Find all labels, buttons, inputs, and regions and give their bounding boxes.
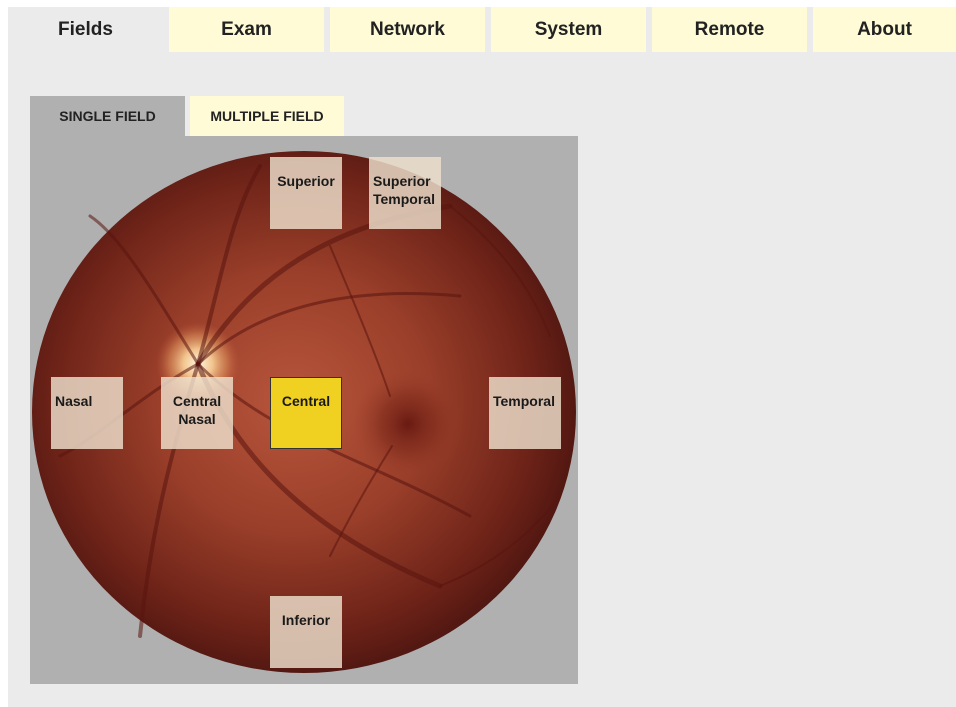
field-mode-tab-bar: SINGLE FIELD MULTIPLE FIELD — [30, 96, 344, 136]
main-tab-bar: Fields Exam Network System Remote About — [8, 7, 956, 52]
tab-exam[interactable]: Exam — [169, 7, 324, 52]
tab-network[interactable]: Network — [330, 7, 485, 52]
field-central-nasal[interactable]: Central Nasal — [161, 377, 233, 449]
field-central[interactable]: Central — [270, 377, 342, 449]
tab-system[interactable]: System — [491, 7, 646, 52]
field-inferior[interactable]: Inferior — [270, 596, 342, 668]
tab-remote[interactable]: Remote — [652, 7, 807, 52]
app-window: Fields Exam Network System Remote About … — [8, 7, 956, 707]
tab-about[interactable]: About — [813, 7, 956, 52]
tab-single-field[interactable]: SINGLE FIELD — [30, 96, 185, 136]
fundus-field-panel: Superior Superior Temporal Nasal Central… — [30, 136, 578, 684]
tab-multiple-field[interactable]: MULTIPLE FIELD — [190, 96, 344, 136]
field-nasal[interactable]: Nasal — [51, 377, 123, 449]
field-superior-temporal[interactable]: Superior Temporal — [369, 157, 441, 229]
tab-fields[interactable]: Fields — [8, 7, 163, 52]
field-superior[interactable]: Superior — [270, 157, 342, 229]
field-temporal[interactable]: Temporal — [489, 377, 561, 449]
